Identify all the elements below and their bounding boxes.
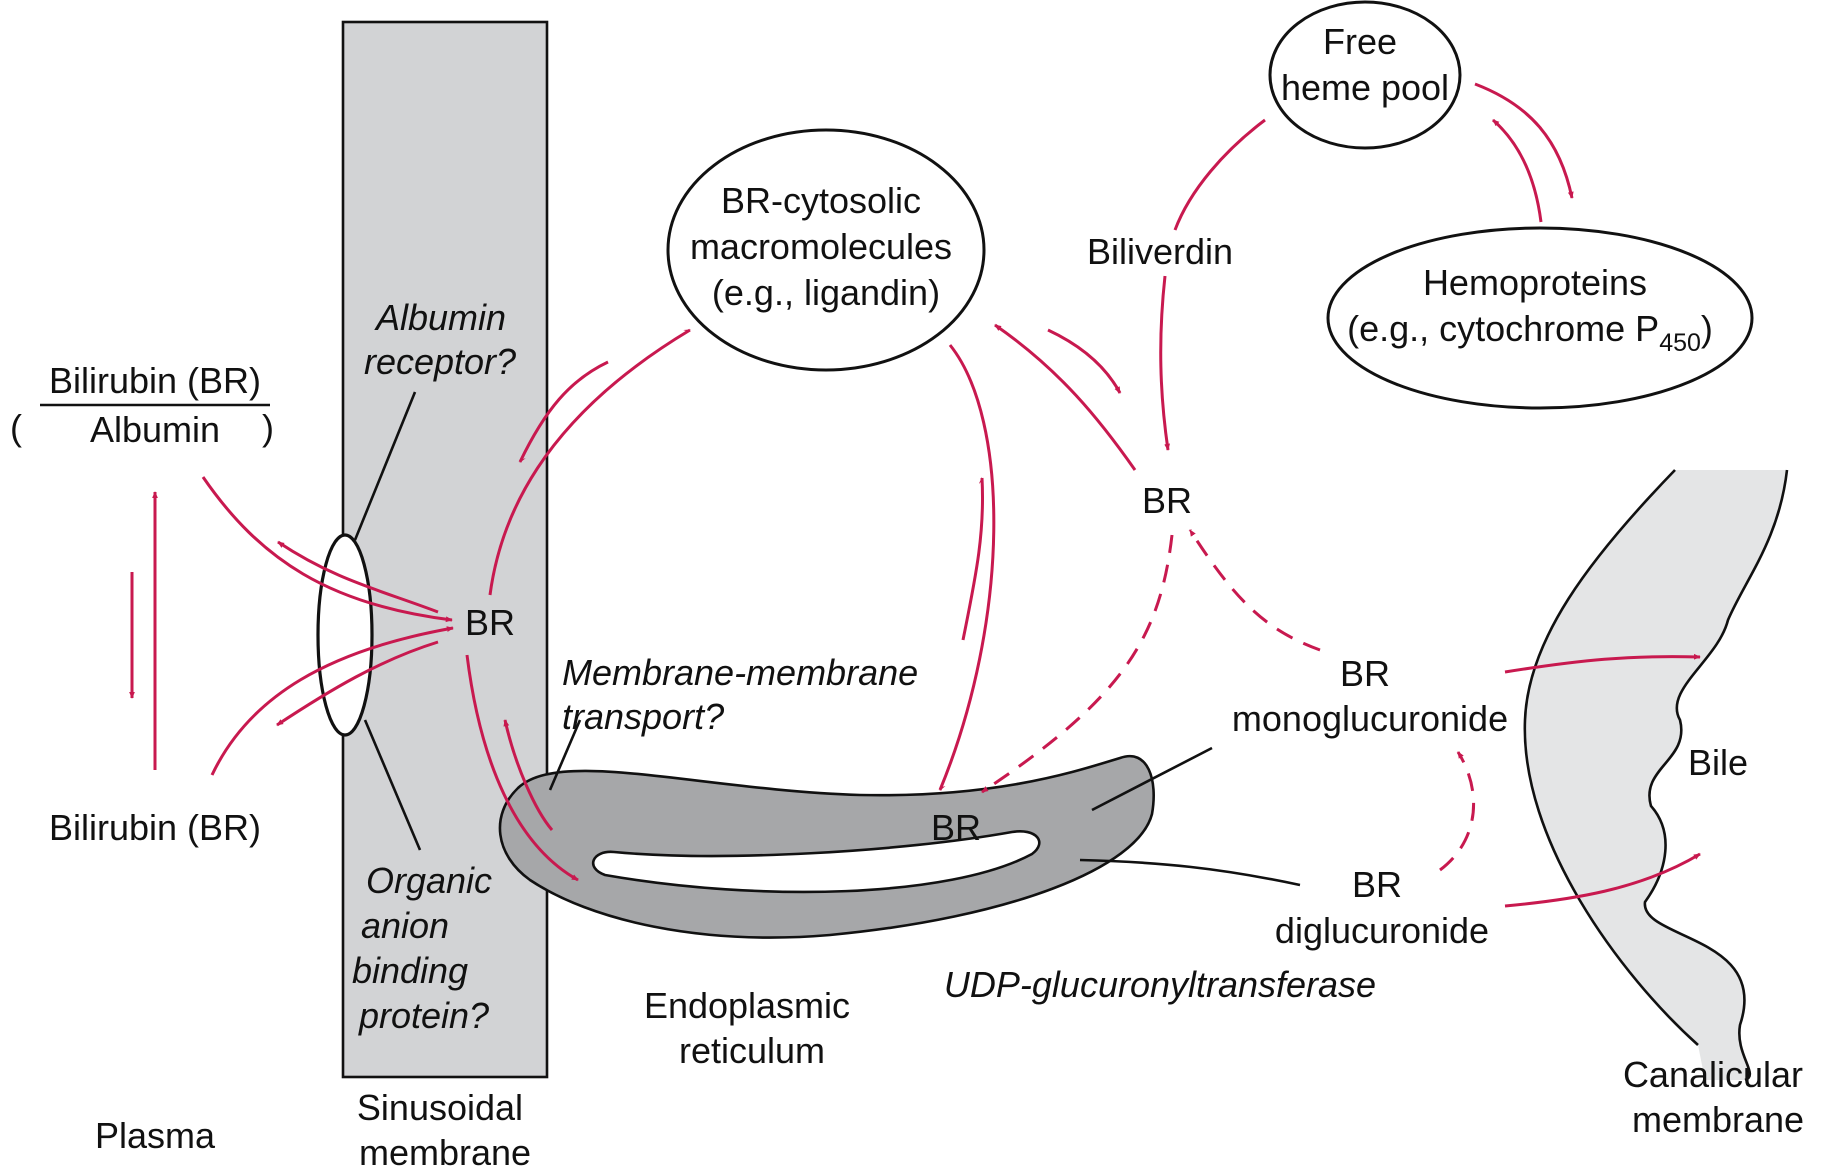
bile-label: Bile (1688, 742, 1748, 783)
organic-anion-label: Organic anion binding protein? (352, 860, 502, 1036)
fraction-left-paren: ( (10, 407, 22, 448)
arrow-albumin-to-br (201, 476, 453, 623)
biliverdin-label: Biliverdin (1087, 231, 1233, 272)
br-cytosol-label: BR (1142, 480, 1192, 521)
br-monoglucuronide-label: BR monoglucuronide (1232, 653, 1508, 739)
udp-glucuronyltransferase-label: UDP-glucuronyltransferase (944, 964, 1376, 1005)
arrow-cytosolic-to-br-right (1047, 328, 1122, 394)
monoglucuronide-leader (1091, 746, 1213, 812)
arrow-br-to-cytosolic-right (994, 323, 1137, 471)
canalicular-membrane-outer-edge (1643, 469, 1789, 1082)
free-heme-pool-label: Free heme pool (1281, 21, 1449, 108)
organic-anion-leader (363, 719, 422, 851)
endoplasmic-reticulum-shape (498, 754, 1155, 939)
arrow-er-to-br (503, 719, 554, 831)
br-cytosolic-label: BR-cytosolic macromolecules (e.g., ligan… (690, 180, 962, 313)
br-membrane-label: BR (465, 602, 515, 643)
canalicular-membrane-inner-edge (1523, 469, 1699, 1046)
arrow-hemoproteins-to-heme (1492, 118, 1543, 223)
arrow-br-back-upper (277, 540, 439, 614)
canalicular-membrane-label: Canalicular membrane (1623, 1054, 1813, 1140)
albumin-receptor-ellipse (316, 533, 374, 737)
bilirubin-albumin-fraction: ( ) Bilirubin (BR) Albumin (10, 360, 274, 450)
fraction-right-paren: ) (262, 407, 274, 448)
arrow-heme-to-br (1159, 118, 1266, 450)
arrow-er-to-cytosolic (961, 476, 985, 641)
fraction-denominator: Albumin (90, 409, 220, 450)
sinusoidal-membrane-label: Sinusoidal membrane (357, 1087, 533, 1170)
br-diglucuronide-label: BR diglucuronide (1275, 864, 1489, 951)
arrow-br-back-lower (276, 640, 439, 727)
arrow-cytosolic-to-br (518, 360, 609, 464)
endoplasmic-reticulum-label: Endoplasmic reticulum (644, 985, 860, 1071)
br-cytosolic-ellipse (666, 128, 986, 372)
plasma-label: Plasma (95, 1115, 216, 1156)
arrow-heme-to-hemoproteins (1474, 82, 1574, 199)
arrow-br-to-er (465, 654, 579, 882)
br-er-label: BR (931, 807, 981, 848)
albumin-receptor-leader (353, 391, 417, 541)
arrow-cytosolic-to-er (938, 344, 996, 792)
endoplasmic-reticulum-lumen (591, 830, 1041, 894)
arrow-br-to-cytosolic (488, 328, 692, 596)
free-heme-pool-ellipse (1268, 0, 1462, 150)
arrow-br-cytosol-to-er-dashed (981, 534, 1174, 794)
bilirubin-plasma-label: Bilirubin (BR) (49, 807, 261, 848)
hemoproteins-label: Hemoproteins (e.g., cytochrome P450) (1347, 262, 1713, 357)
sinusoidal-membrane-band (341, 20, 549, 1079)
arrow-bilirubin-to-br (210, 626, 454, 776)
albumin-receptor-label: Albumin receptor? (364, 297, 516, 382)
membrane-transport-label: Membrane-membrane transport? (562, 652, 928, 737)
arrow-diglucuronide-to-monoglucuronide-dashed (1439, 751, 1475, 872)
diglucuronide-leader (1079, 858, 1301, 887)
arrow-monoglucuronide-to-br-dashed (1188, 529, 1321, 652)
arrow-diglucuronide-to-bile (1504, 852, 1701, 908)
fraction-numerator: Bilirubin (BR) (49, 360, 261, 401)
arrow-monoglucuronide-to-bile (1504, 653, 1701, 674)
membrane-transport-leader (548, 719, 582, 791)
hemoproteins-ellipse (1326, 226, 1754, 410)
